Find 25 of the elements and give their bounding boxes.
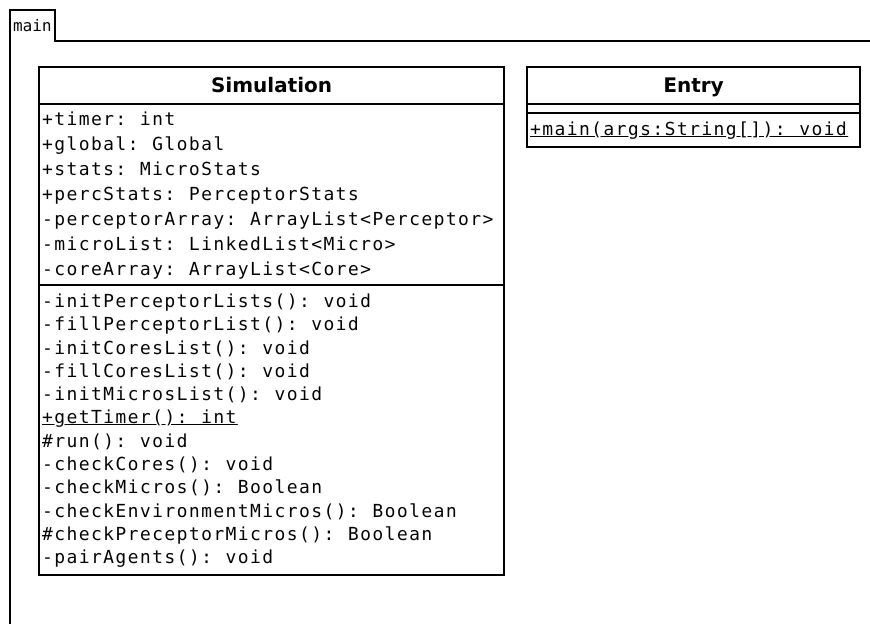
method-text: +getTimer(): int [42, 406, 238, 430]
method-text: -initCoresList(): void [42, 336, 312, 360]
method-text: #run(): void [42, 430, 189, 454]
attribute-text: -coreArray: ArrayList<Core> [42, 258, 372, 282]
method-text: -initMicrosList(): void [42, 383, 324, 406]
method-text: -checkEnvironmentMicros(): Boolean [42, 500, 458, 523]
method-text: -pairAgents(): void [42, 546, 275, 570]
attribute-text: -perceptorArray: ArrayList<Perceptor> [42, 208, 495, 232]
attribute-text: +percStats: PerceptorStats [42, 183, 360, 207]
attribute-text: +global: Global [42, 133, 226, 157]
package-tab: main [9, 9, 56, 42]
method-text: -fillCoresList(): void [42, 360, 312, 384]
class-name: Entry [662, 72, 725, 99]
attribute-text: -microList: LinkedList<Micro> [42, 233, 397, 257]
method-text: -initPerceptorLists(): void [42, 290, 372, 314]
method-text: -checkCores(): void [42, 453, 275, 476]
attribute-text: +stats: MicroStats [42, 158, 262, 182]
class-name: Simulation [210, 72, 334, 99]
method-text: +main(args:String[]): void [530, 119, 848, 141]
method-text: -fillPerceptorList(): void [42, 313, 360, 337]
class-box [526, 66, 861, 148]
class-box [38, 66, 505, 576]
attribute-text: +timer: int [42, 108, 177, 132]
method-text: #checkPreceptorMicros(): Boolean [42, 522, 434, 546]
method-text: -checkMicros(): Boolean [42, 476, 324, 500]
